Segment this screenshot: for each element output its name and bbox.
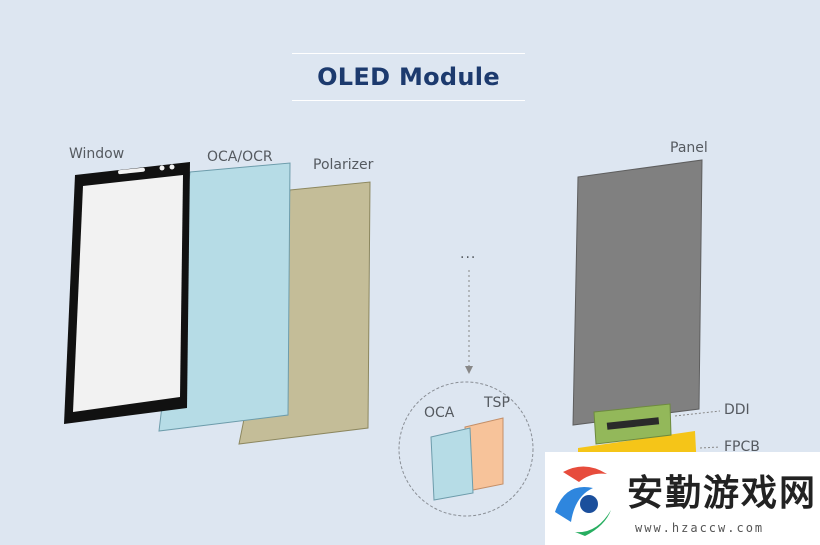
dotted-arrow-head — [465, 366, 473, 374]
window-sensor-dot — [169, 164, 175, 170]
watermark-banner: 安勤游戏网 www.hzaccw.com — [545, 452, 820, 545]
watermark-logo-icon — [555, 466, 611, 536]
page-title: OLED Module — [317, 63, 500, 91]
window-screen — [73, 175, 183, 412]
watermark-url: www.hzaccw.com — [635, 521, 765, 535]
label-tsp: TSP — [484, 395, 510, 411]
oca-small-layer — [430, 427, 474, 501]
label-oca: OCA — [424, 405, 455, 421]
fpcb-leader-line — [699, 446, 721, 449]
label-polarizer: Polarizer — [313, 157, 374, 173]
ddi-chip-die — [606, 417, 660, 430]
label-ddi: DDI — [724, 402, 750, 418]
label-fpcb: FPCB — [724, 439, 760, 455]
title-block: OLED Module — [292, 53, 525, 101]
window-speaker-slot — [118, 167, 145, 175]
ddi-leader-line — [674, 410, 721, 417]
watermark-text: 安勤游戏网 — [627, 473, 818, 514]
label-panel: Panel — [670, 140, 708, 156]
window-camera-dot — [159, 165, 165, 171]
label-oca-ocr: OCA/OCR — [207, 149, 273, 165]
panel-layer — [572, 159, 703, 426]
label-ellipsis: ··· — [460, 250, 477, 266]
inset-circle — [398, 381, 534, 517]
label-window: Window — [69, 146, 125, 162]
